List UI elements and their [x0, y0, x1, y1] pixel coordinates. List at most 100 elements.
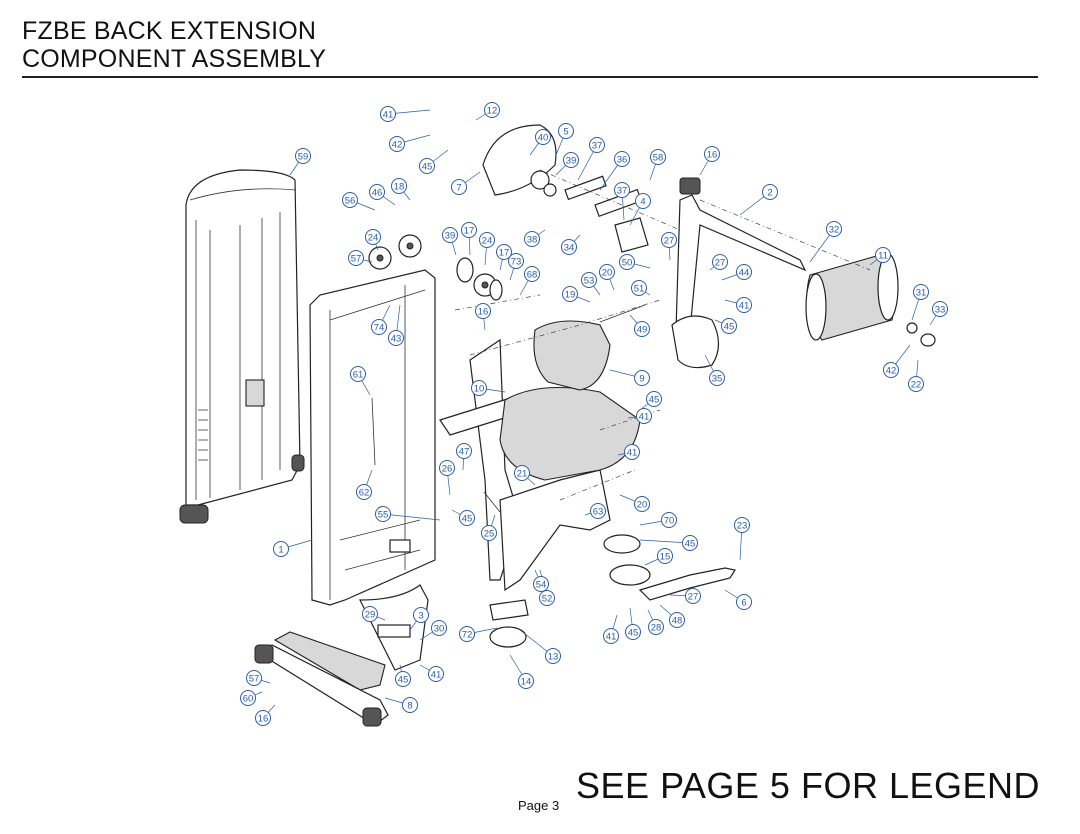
callout-10: 10 — [471, 380, 506, 396]
callout-label: 60 — [243, 693, 254, 704]
footplate — [254, 584, 429, 727]
callout-label: 47 — [459, 446, 470, 457]
callout-label: 45 — [628, 627, 639, 638]
callout-40: 40 — [529, 129, 551, 156]
callout-11: 11 — [869, 247, 891, 266]
callout-label: 33 — [935, 304, 946, 315]
callout-label: 73 — [511, 256, 522, 267]
callout-57: 57 — [246, 670, 271, 686]
callout-68: 68 — [519, 266, 540, 296]
callout-label: 74 — [374, 322, 385, 333]
callout-label: 2 — [767, 187, 772, 198]
callout-55: 55 — [375, 506, 441, 522]
callout-label: 27 — [715, 257, 726, 268]
callout-label: 16 — [478, 306, 489, 317]
callout-label: 40 — [538, 132, 549, 143]
callout-41: 41 — [627, 408, 652, 424]
callout-60: 60 — [240, 690, 263, 706]
callout-label: 15 — [660, 551, 671, 562]
callout-41: 41 — [380, 106, 431, 122]
callout-8: 8 — [384, 697, 418, 713]
callout-3: 3 — [409, 607, 429, 631]
callout-label: 49 — [637, 324, 648, 335]
callout-label: 42 — [392, 139, 403, 150]
callout-label: 61 — [353, 369, 364, 380]
callout-41: 41 — [617, 444, 640, 460]
callout-41: 41 — [724, 297, 752, 313]
main-frame — [309, 269, 436, 606]
roller-pad — [805, 253, 936, 347]
callout-45: 45 — [395, 664, 411, 687]
callout-57: 57 — [348, 250, 373, 266]
callout-label: 28 — [651, 622, 662, 633]
callout-45: 45 — [451, 509, 475, 526]
callout-4: 4 — [629, 193, 651, 226]
callout-label: 31 — [916, 287, 927, 298]
callout-label: 12 — [487, 105, 498, 116]
callout-16: 16 — [255, 704, 276, 726]
callout-63: 63 — [584, 503, 606, 519]
callout-23: 23 — [734, 517, 750, 561]
callout-62: 62 — [356, 469, 373, 500]
callout-label: 41 — [606, 631, 617, 642]
callout-27: 27 — [661, 232, 677, 261]
callout-label: 38 — [527, 234, 538, 245]
callout-28: 28 — [647, 609, 664, 635]
callout-39: 39 — [442, 227, 458, 256]
callout-label: 27 — [688, 591, 699, 602]
callout-label: 44 — [739, 267, 750, 278]
callout-label: 41 — [739, 300, 750, 311]
foot-supports — [489, 534, 736, 648]
callout-label: 45 — [685, 538, 696, 549]
callout-34: 34 — [561, 234, 581, 255]
callout-label: 57 — [351, 253, 362, 264]
callout-20: 20 — [599, 264, 615, 291]
spring-rod — [371, 397, 376, 466]
callout-1: 1 — [273, 539, 313, 557]
callout-label: 25 — [484, 528, 495, 539]
callout-7: 7 — [451, 171, 481, 195]
callout-21: 21 — [514, 465, 536, 486]
callout-label: 17 — [499, 247, 510, 258]
callout-16: 16 — [699, 146, 720, 176]
callout-label: 8 — [407, 700, 412, 711]
callout-label: 42 — [886, 365, 897, 376]
callout-label: 3 — [418, 610, 423, 621]
callout-32: 32 — [809, 221, 842, 263]
callout-label: 53 — [584, 275, 595, 286]
callout-label: 27 — [664, 235, 675, 246]
callout-50: 50 — [619, 254, 651, 270]
pulleys — [368, 234, 503, 301]
callout-label: 51 — [634, 283, 645, 294]
callout-42: 42 — [883, 344, 911, 378]
callout-2: 2 — [739, 184, 778, 216]
callout-label: 18 — [394, 181, 405, 192]
callout-61: 61 — [350, 366, 371, 396]
callout-label: 50 — [622, 257, 633, 268]
callout-label: 19 — [565, 289, 576, 300]
callout-18: 18 — [391, 178, 411, 201]
weight-stack-tower — [179, 169, 305, 524]
callout-label: 72 — [462, 629, 473, 640]
callout-5: 5 — [555, 123, 574, 156]
callout-17: 17 — [461, 222, 477, 256]
callout-27: 27 — [709, 254, 728, 271]
callout-label: 16 — [707, 149, 718, 160]
callout-label: 56 — [345, 195, 356, 206]
callout-56: 56 — [342, 192, 376, 211]
callout-45: 45 — [714, 318, 737, 334]
callout-74: 74 — [371, 304, 391, 335]
callout-36: 36 — [599, 151, 630, 191]
callout-label: 17 — [464, 225, 475, 236]
callout-label: 22 — [911, 379, 922, 390]
callout-label: 23 — [737, 520, 748, 531]
callout-label: 59 — [298, 151, 309, 162]
callout-24: 24 — [479, 232, 495, 266]
callout-label: 45 — [462, 513, 473, 524]
callout-label: 39 — [566, 155, 577, 166]
callout-label: 26 — [442, 463, 453, 474]
callout-label: 4 — [640, 196, 645, 207]
callout-label: 46 — [372, 187, 383, 198]
callout-19: 19 — [562, 286, 591, 303]
callout-label: 58 — [653, 152, 664, 163]
